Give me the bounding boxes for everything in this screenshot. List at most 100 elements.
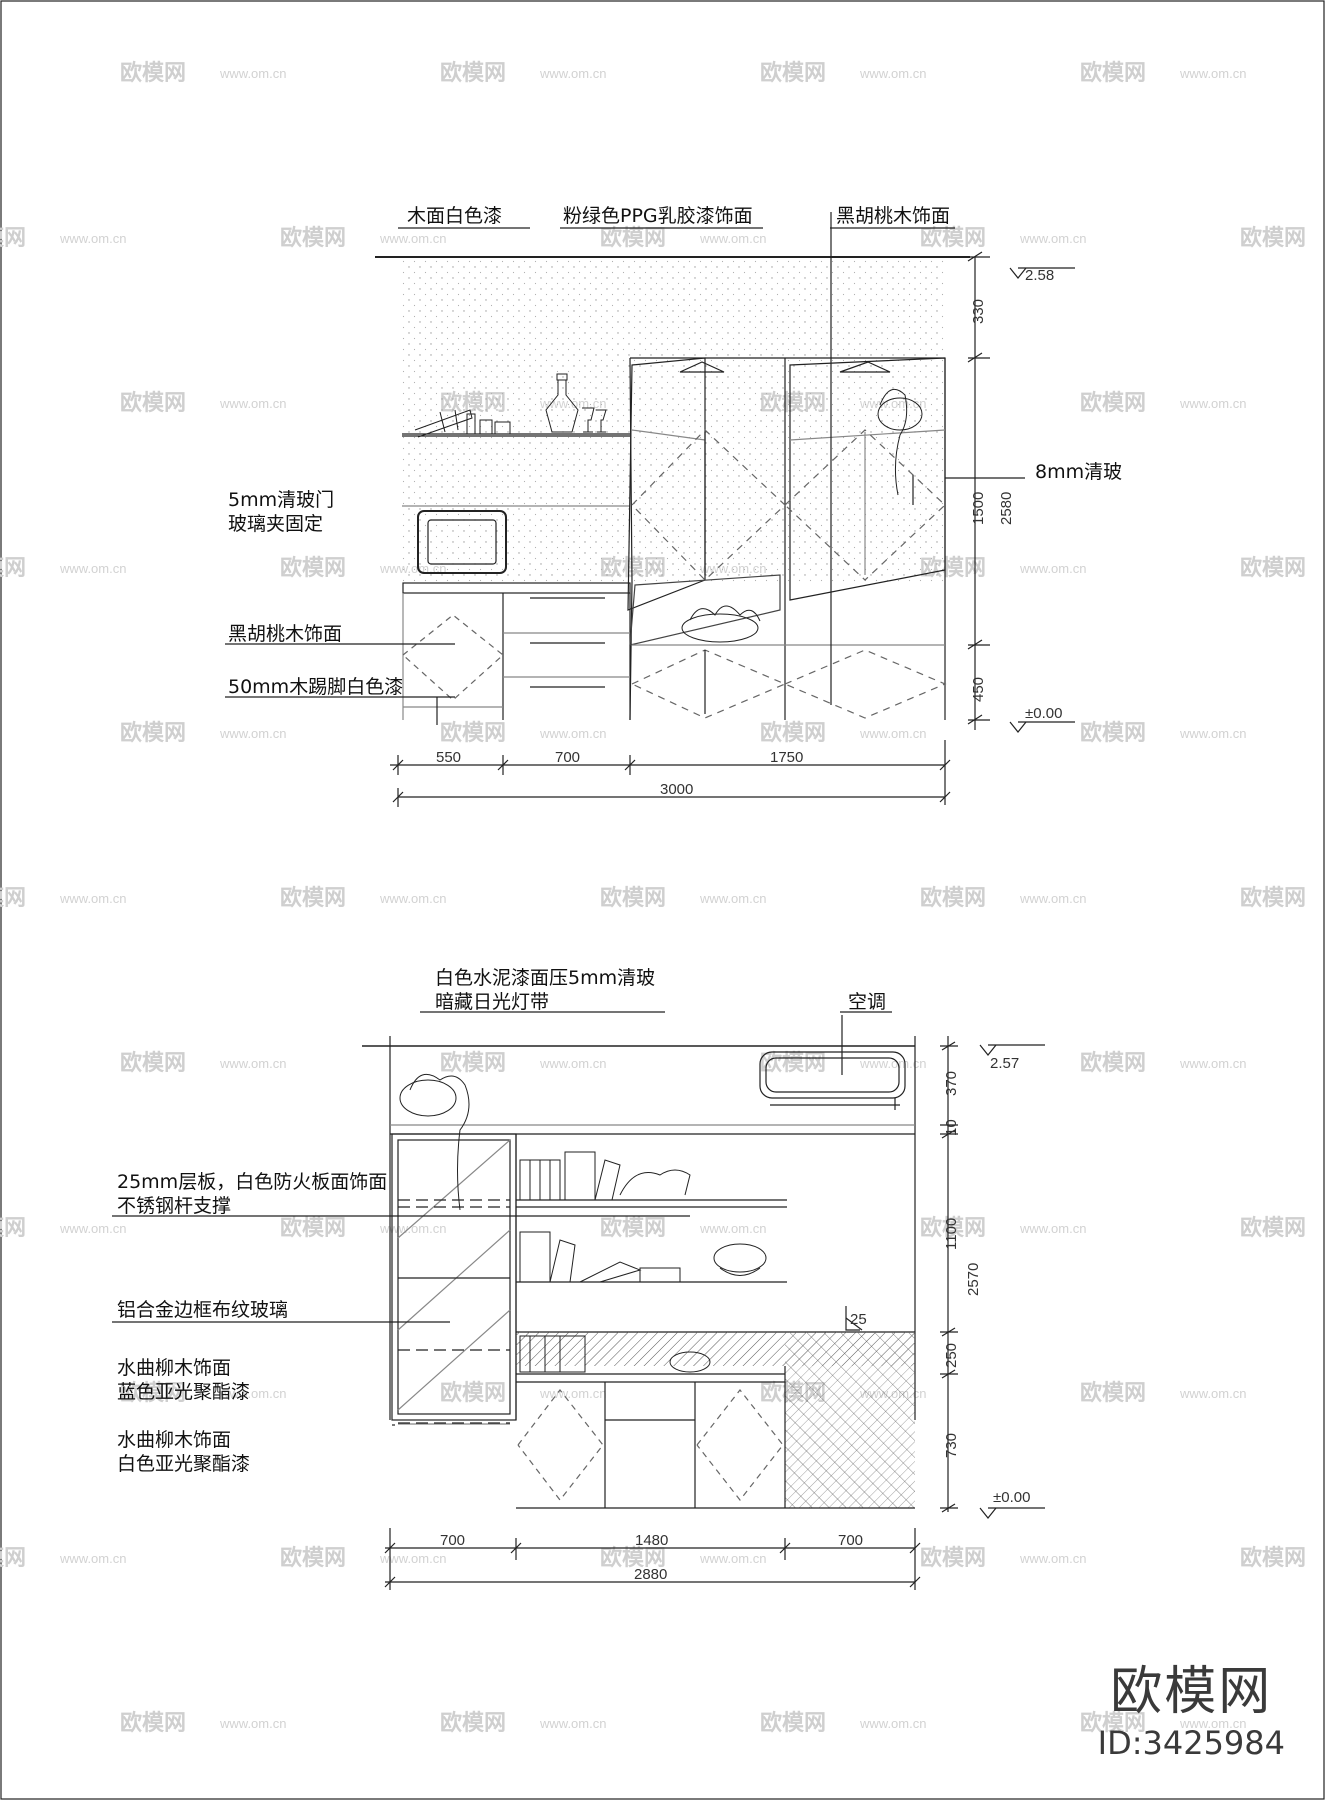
watermark-brand: 欧模网 — [0, 885, 26, 911]
top-elevation-text: 木面白色漆 粉绿色PPG乳胶漆饰面 黑胡桃木饰面 5mm清玻门 玻璃夹固定 黑胡… — [228, 205, 1122, 798]
dim-10: 10 — [943, 1119, 960, 1136]
label-glass-door-2: 玻璃夹固定 — [228, 513, 323, 535]
watermark-brand: 欧模网 — [1080, 390, 1146, 416]
watermark-brand: 欧模网 — [1240, 1545, 1306, 1571]
watermark-url: www.om.cn — [379, 1551, 446, 1566]
watermark-brand: 欧模网 — [600, 885, 666, 911]
level-top-bottom: 2.57 — [990, 1055, 1019, 1072]
watermark-url: www.om.cn — [1179, 66, 1246, 81]
watermark-url: www.om.cn — [59, 1551, 126, 1566]
watermark-url: www.om.cn — [1019, 891, 1086, 906]
label-wood-white-paint: 木面白色漆 — [407, 205, 502, 227]
watermark-url: www.om.cn — [1179, 1716, 1246, 1731]
watermark-brand: 欧模网 — [1240, 225, 1306, 251]
dim-450: 450 — [970, 677, 987, 702]
dim-550: 550 — [436, 749, 461, 766]
dim-370: 370 — [943, 1071, 960, 1096]
watermark-brand: 欧模网 — [120, 1710, 186, 1736]
watermark-url: www.om.cn — [1019, 561, 1086, 576]
top-elevation — [225, 212, 1075, 807]
watermark-url: www.om.cn — [1019, 1551, 1086, 1566]
dim-330: 330 — [970, 299, 987, 324]
watermark-brand: 欧模网 — [0, 225, 26, 251]
watermark-brand: 欧模网 — [120, 1050, 186, 1076]
watermark-url: www.om.cn — [219, 1716, 286, 1731]
watermark-brand: 欧模网 — [760, 60, 826, 86]
label-black-walnut-top: 黑胡桃木饰面 — [836, 205, 950, 227]
watermark-brand: 欧模网 — [1080, 1380, 1146, 1406]
watermark-brand: 欧模网 — [440, 60, 506, 86]
dim-25: 25 — [850, 1311, 867, 1328]
watermark-url: www.om.cn — [539, 1056, 606, 1071]
watermark-url: www.om.cn — [219, 1386, 286, 1401]
label-shelf-1: 25mm层板，白色防火板面饰面 — [117, 1171, 387, 1193]
watermark-brand: 欧模网 — [760, 720, 826, 746]
watermark-brand: 欧模网 — [440, 1710, 506, 1736]
watermark-brand: 欧模网 — [1080, 1050, 1146, 1076]
watermark-url: www.om.cn — [59, 891, 126, 906]
watermark-brand: 欧模网 — [920, 225, 986, 251]
dim-1750: 1750 — [770, 749, 803, 766]
brand-id: ID:3425984 — [1097, 1724, 1285, 1762]
watermark-url: www.om.cn — [539, 1716, 606, 1731]
watermark-url: www.om.cn — [219, 66, 286, 81]
watermark-brand: 欧模网 — [120, 1380, 186, 1406]
watermark-brand: 欧模网 — [440, 720, 506, 746]
dim-2880: 2880 — [634, 1566, 667, 1583]
watermark-url: www.om.cn — [699, 1221, 766, 1236]
watermark-url: www.om.cn — [1179, 396, 1246, 411]
watermark-brand: 欧模网 — [120, 720, 186, 746]
watermark-url: www.om.cn — [859, 726, 926, 741]
watermark-url: www.om.cn — [699, 1551, 766, 1566]
label-willow-blue-1: 水曲柳木饰面 — [117, 1357, 231, 1379]
watermark-url: www.om.cn — [699, 231, 766, 246]
dim-2580: 2580 — [998, 492, 1015, 525]
brand-block: 欧模网 ID:3425984 — [1098, 1666, 1285, 1762]
dim-1480: 1480 — [635, 1532, 668, 1549]
watermark-brand: 欧模网 — [120, 60, 186, 86]
dim-700-left: 700 — [440, 1532, 465, 1549]
dim-250: 250 — [943, 1343, 960, 1368]
watermark-brand: 欧模网 — [1080, 720, 1146, 746]
label-willow-white-1: 水曲柳木饰面 — [117, 1429, 231, 1451]
watermark-url: www.om.cn — [59, 231, 126, 246]
label-shelf-2: 不锈钢杆支撑 — [117, 1195, 231, 1217]
watermark-url: www.om.cn — [539, 66, 606, 81]
watermark-url: www.om.cn — [539, 1386, 606, 1401]
watermark-brand: 欧模网 — [1080, 1710, 1146, 1736]
watermark-url: www.om.cn — [1019, 1221, 1086, 1236]
dim-730: 730 — [943, 1433, 960, 1458]
label-clear-glass-8mm: 8mm清玻 — [1035, 461, 1122, 483]
watermark-brand: 欧模网 — [600, 1545, 666, 1571]
label-cement-paint-1: 白色水泥漆面压5mm清玻 — [435, 967, 655, 989]
watermark-brand: 欧模网 — [1080, 60, 1146, 86]
dim-700: 700 — [555, 749, 580, 766]
brand-name: 欧模网 — [1110, 1662, 1273, 1722]
watermark-brand: 欧模网 — [280, 555, 346, 581]
level-top: 2.58 — [1025, 267, 1054, 284]
level-floor-bottom: ±0.00 — [993, 1489, 1030, 1506]
watermark-url: www.om.cn — [219, 396, 286, 411]
watermark-brand: 欧模网 — [440, 1380, 506, 1406]
watermark-brand: 欧模网 — [920, 1215, 986, 1241]
watermark-brand: 欧模网 — [280, 225, 346, 251]
watermark-brand: 欧模网 — [600, 225, 666, 251]
label-willow-white-2: 白色亚光聚酯漆 — [117, 1453, 250, 1475]
label-aluminum-glass: 铝合金边框布纹玻璃 — [117, 1299, 288, 1321]
watermark-url: www.om.cn — [379, 231, 446, 246]
level-floor: ±0.00 — [1025, 705, 1062, 722]
watermark-brand: 欧模网 — [280, 1545, 346, 1571]
watermark-url: www.om.cn — [59, 1221, 126, 1236]
watermark-brand: 欧模网 — [920, 1545, 986, 1571]
bottom-elevation-text: 白色水泥漆面压5mm清玻 暗藏日光灯带 空调 25mm层板，白色防火板面饰面 不… — [117, 967, 1030, 1583]
watermark-url: www.om.cn — [539, 726, 606, 741]
watermark-url: www.om.cn — [1019, 231, 1086, 246]
dim-700-right: 700 — [838, 1532, 863, 1549]
watermark-brand: 欧模网 — [280, 885, 346, 911]
watermark-url: www.om.cn — [859, 1716, 926, 1731]
label-glass-door-1: 5mm清玻门 — [228, 489, 334, 511]
watermark-url: www.om.cn — [859, 1056, 926, 1071]
watermark-brand: 欧模网 — [1240, 1215, 1306, 1241]
watermark-layer: 欧模网 www.om.cn 欧模网 www.om.cn 欧模网 www.om.cn 欧模网 w… — [0, 60, 1306, 1736]
